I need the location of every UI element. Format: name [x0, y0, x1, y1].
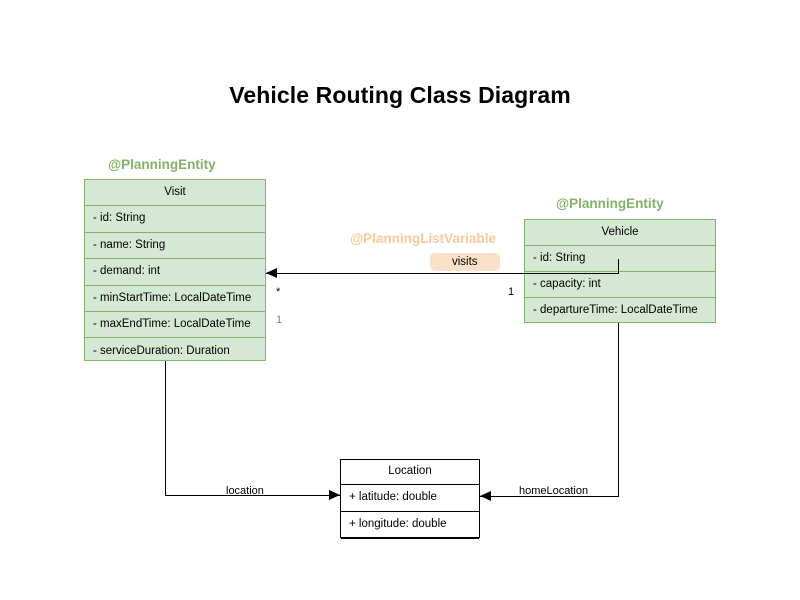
edge-location-vertical-segment [165, 361, 166, 496]
class-attribute: - name: String [85, 233, 265, 260]
arrowhead-icon-location [329, 490, 340, 500]
class-box-vehicle[interactable]: Vehicle - id: String - capacity: int - d… [524, 219, 716, 323]
class-attribute: - capacity: int [525, 272, 715, 298]
edge-visits-vertical-segment [618, 259, 619, 274]
arrowhead-icon-home-location [480, 491, 491, 501]
multiplicity-visits-target: * [276, 286, 281, 298]
class-attribute: - serviceDuration: Duration [93, 344, 230, 357]
class-name-location: Location [341, 460, 479, 485]
edge-label-location: location [226, 485, 264, 497]
class-attribute: - maxEndTime: LocalDateTime [85, 312, 265, 339]
multiplicity-visits-source: 1 [508, 286, 515, 298]
class-attribute: - id: String [85, 206, 265, 233]
class-name-vehicle: Vehicle [525, 220, 715, 246]
class-attribute: + longitude: double [341, 512, 479, 539]
edge-location-horizontal-segment [165, 495, 340, 496]
arrowhead-icon-visits [266, 268, 277, 278]
edge-label-visits: visits [430, 253, 500, 271]
class-attribute: - minStartTime: LocalDateTime [85, 286, 265, 312]
edge-home-location-vertical-segment [618, 323, 619, 497]
class-attribute: + latitude: double [341, 485, 479, 512]
class-name-visit: Visit [85, 180, 265, 207]
edge-label-home-location: homeLocation [519, 485, 589, 497]
class-attribute: - departureTime: LocalDateTime [533, 304, 698, 317]
edge-visits-horizontal-segment [266, 273, 619, 274]
page-title: Vehicle Routing Class Diagram [229, 82, 571, 108]
edge-home-location-horizontal-segment [480, 496, 619, 497]
annotation-planning-list-variable: @PlanningListVariable [350, 231, 496, 246]
class-box-location[interactable]: Location + latitude: double + longitude:… [340, 459, 480, 539]
class-box-visit[interactable]: Visit - id: String - name: String - dema… [84, 179, 266, 361]
class-attribute: - id: String [525, 246, 715, 272]
annotation-planning-entity-vehicle: @PlanningEntity [556, 196, 664, 211]
class-attribute: - demand: int [85, 259, 265, 286]
multiplicity-visits-target-secondary: 1 [276, 314, 283, 326]
annotation-planning-entity-visit: @PlanningEntity [108, 157, 216, 172]
